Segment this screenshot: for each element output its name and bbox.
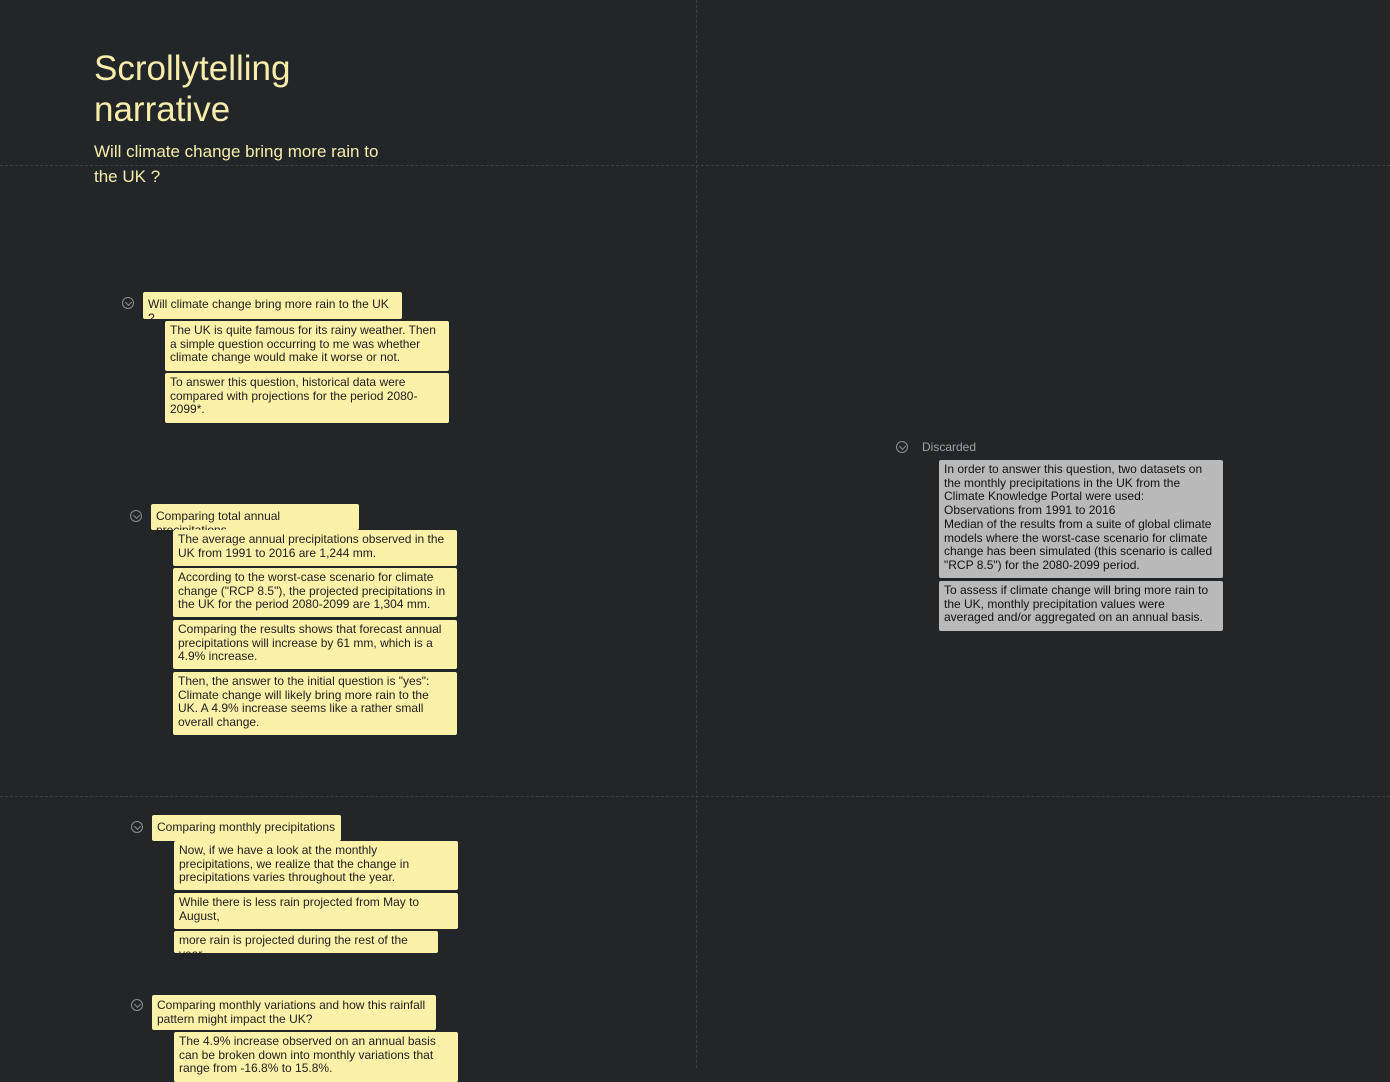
section-heading[interactable]: Will climate change bring more rain to t… <box>143 292 402 325</box>
collapse-toggle-icon[interactable] <box>130 510 142 522</box>
horizontal-guide <box>0 796 1390 797</box>
collapse-toggle-icon[interactable] <box>896 441 908 453</box>
collapse-toggle-icon[interactable] <box>122 297 134 309</box>
page-title: Scrollytelling narrative <box>94 49 291 129</box>
note-card[interactable]: The UK is quite famous for its rainy wea… <box>165 321 449 371</box>
section-heading[interactable]: Comparing total annual precipitations <box>151 504 359 537</box>
note-card[interactable]: Then, the answer to the initial question… <box>173 672 457 735</box>
collapse-toggle-icon[interactable] <box>131 821 143 833</box>
note-card[interactable]: Now, if we have a look at the monthly pr… <box>174 841 458 890</box>
section-heading[interactable]: Comparing monthly variations and how thi… <box>152 995 436 1030</box>
note-card[interactable]: Comparing the results shows that forecas… <box>173 620 457 669</box>
note-card[interactable]: While there is less rain projected from … <box>174 893 458 929</box>
note-card[interactable]: more rain is projected during the rest o… <box>174 931 438 961</box>
note-card[interactable]: The average annual precipitations observ… <box>173 530 457 566</box>
horizontal-guide <box>0 165 1390 166</box>
section-heading[interactable]: Comparing monthly precipitations <box>152 815 341 841</box>
discarded-note-card[interactable]: To assess if climate change will bring m… <box>939 581 1223 631</box>
collapse-toggle-icon[interactable] <box>131 999 143 1011</box>
note-card[interactable]: To answer this question, historical data… <box>165 373 449 423</box>
note-card[interactable]: According to the worst-case scenario for… <box>173 568 457 617</box>
page-subtitle: Will climate change bring more rain to t… <box>94 142 379 186</box>
note-card[interactable]: The 4.9% increase observed on an annual … <box>174 1032 458 1082</box>
discarded-label: Discarded <box>922 440 977 454</box>
vertical-guide <box>696 0 697 1068</box>
discarded-note-card[interactable]: In order to answer this question, two da… <box>939 460 1223 578</box>
